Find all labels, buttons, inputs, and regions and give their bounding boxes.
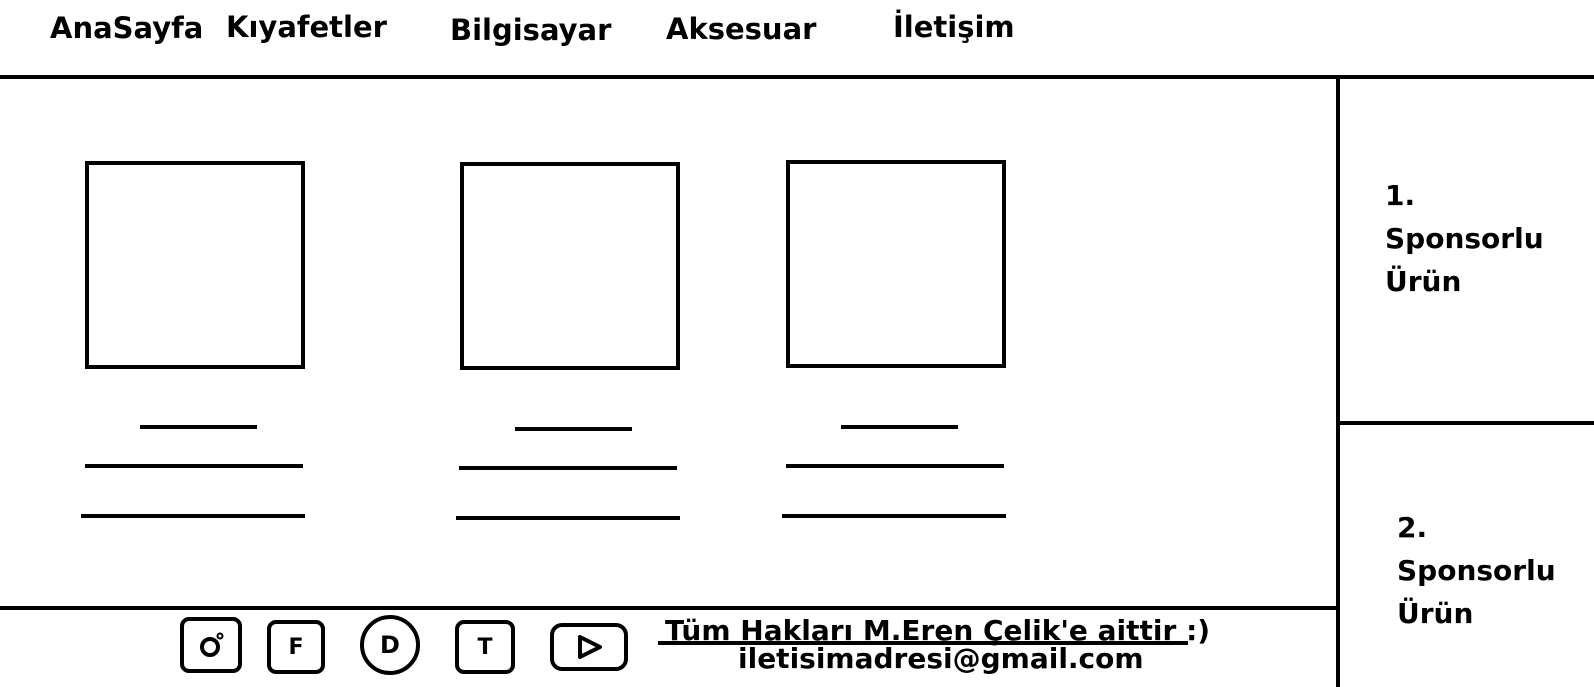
product-desc-line (81, 514, 305, 518)
play-glyph (578, 635, 602, 659)
nav-item-aksesuar[interactable]: Aksesuar (666, 12, 817, 46)
sidebar-divider (1336, 77, 1340, 687)
nav-item-anasayfa[interactable]: AnaSayfa (50, 11, 204, 45)
nav-item-bilgisayar[interactable]: Bilgisayar (450, 13, 612, 47)
product-desc-line (85, 464, 303, 468)
d-glyph: D (380, 631, 400, 659)
product-title-line (841, 425, 958, 429)
facebook-icon[interactable]: F (267, 620, 325, 674)
product-image-placeholder[interactable] (786, 160, 1006, 368)
product-title-line (515, 427, 632, 431)
youtube-icon[interactable] (550, 623, 628, 671)
product-image-placeholder[interactable] (85, 161, 305, 369)
header-divider (0, 75, 1594, 79)
sponsor-line: Ürün (1397, 597, 1474, 630)
sponsored-product-1[interactable]: 1. Sponsorlu Ürün (1385, 174, 1544, 303)
copyright-text: Tüm Hakları M.Eren Çelik'e aittir :) (665, 614, 1211, 647)
sponsored-product-2[interactable]: 2. Sponsorlu Ürün (1397, 506, 1556, 635)
sidebar-split-divider (1338, 421, 1594, 425)
product-desc-line (786, 464, 1004, 468)
instagram-icon[interactable] (180, 617, 242, 673)
product-desc-line (456, 516, 680, 520)
sponsor-line: Sponsorlu (1397, 554, 1556, 587)
product-desc-line (782, 514, 1006, 518)
sponsor-number: 2. (1397, 511, 1428, 544)
twitter-glyph: T (477, 634, 493, 660)
sponsor-line: Sponsorlu (1385, 222, 1544, 255)
facebook-glyph: F (288, 634, 304, 660)
twitter-icon[interactable]: T (455, 620, 515, 674)
nav-item-kiyafetler[interactable]: Kıyafetler (226, 10, 387, 44)
product-title-line (140, 425, 257, 429)
instagram-glyph (200, 632, 224, 657)
product-desc-line (459, 466, 677, 470)
nav-item-iletisim[interactable]: İletişim (893, 10, 1015, 44)
sponsor-number: 1. (1385, 179, 1416, 212)
footer-divider (0, 606, 1338, 610)
d-icon[interactable]: D (360, 615, 420, 675)
sponsor-line: Ürün (1385, 265, 1462, 298)
product-image-placeholder[interactable] (460, 162, 680, 370)
contact-email[interactable]: iletisimadresi@gmail.com (738, 642, 1144, 675)
copyright-underline (658, 641, 1188, 645)
